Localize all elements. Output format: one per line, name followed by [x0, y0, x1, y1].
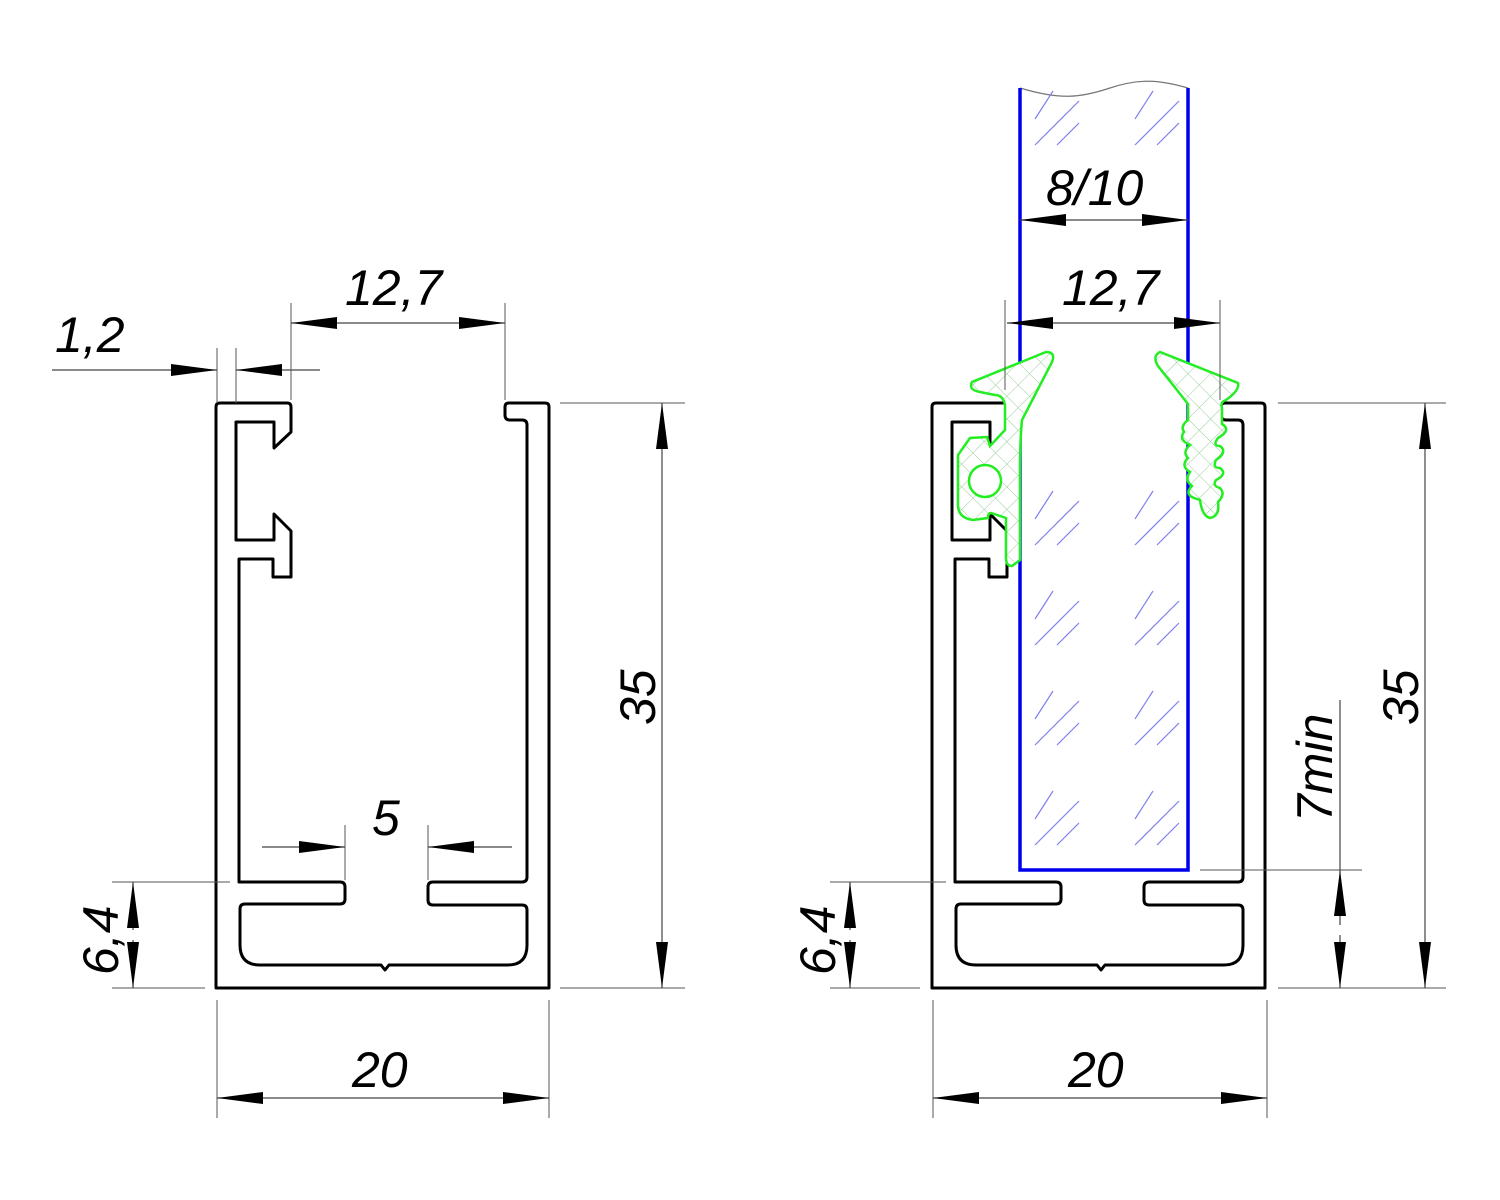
- glass-hatch-line: [1056, 822, 1080, 846]
- dim-label: 1,2: [55, 307, 125, 363]
- glass-hatch-line: [1134, 500, 1180, 546]
- dim-label: 35: [610, 669, 666, 725]
- dim-slot: 5: [262, 790, 512, 880]
- dim-min-insert: 7min: [1200, 700, 1362, 988]
- glass-hatch-line: [1134, 90, 1154, 120]
- dim-opening-right: 12,7: [1004, 260, 1221, 400]
- glass-hatch-line: [1156, 722, 1180, 746]
- dim-label: 6,4: [73, 905, 129, 975]
- glass-hatch-line: [1034, 800, 1080, 846]
- dim-glass-thickness: 8/10: [1020, 160, 1188, 226]
- seal-left: [956, 350, 1055, 568]
- glass-hatch-line: [1156, 522, 1180, 546]
- dim-base-right: 6,4: [790, 881, 946, 989]
- glass-hatch-line: [1134, 600, 1180, 646]
- dim-height: 35: [560, 402, 685, 989]
- glass-hatch-line: [1056, 622, 1080, 646]
- glass-hatch-line: [1034, 590, 1054, 620]
- dim-label: 5: [372, 790, 400, 846]
- glass-hatch-line: [1156, 822, 1180, 846]
- dim-wall-thickness: 1,2: [52, 307, 320, 403]
- profile-left-outline: [214, 401, 551, 990]
- dim-label: 8/10: [1046, 160, 1144, 216]
- seal-right: [1154, 350, 1240, 520]
- dim-opening: 12,7: [290, 260, 506, 400]
- glass-hatch-line: [1034, 700, 1080, 746]
- glass-hatch-line: [1034, 790, 1054, 820]
- glass-hatch-line: [1134, 800, 1180, 846]
- glass-hatch-line: [1134, 490, 1154, 520]
- profile-right: 8/10 12,7 35 7min: [790, 80, 1446, 1118]
- dim-height-right: 35: [1278, 402, 1446, 989]
- glass-hatch-line: [1156, 122, 1180, 146]
- profile-left: 1,2 12,7 35 5 6,4: [52, 260, 685, 1118]
- dim-label: 35: [1373, 669, 1429, 725]
- glass-hatch-line: [1056, 722, 1080, 746]
- glass-hatch-line: [1134, 100, 1180, 146]
- glass-hatch-line: [1134, 700, 1180, 746]
- glass-hatch-line: [1056, 122, 1080, 146]
- glass-hatch-line: [1034, 600, 1080, 646]
- glass-hatch-line: [1034, 500, 1080, 546]
- glass-hatch-line: [1034, 90, 1054, 120]
- glass-hatch-line: [1156, 622, 1180, 646]
- glass-hatch-line: [1034, 690, 1054, 720]
- glass-hatch-line: [1134, 690, 1154, 720]
- dim-label: 12,7: [1062, 260, 1162, 316]
- dim-label: 12,7: [345, 260, 445, 316]
- seal-left-core: [967, 463, 1003, 499]
- dim-label: 7min: [1287, 714, 1343, 822]
- dim-base: 6,4: [73, 881, 230, 989]
- dim-width-right: 20: [932, 1000, 1268, 1118]
- dim-label: 20: [351, 1042, 408, 1098]
- glass-hatch-line: [1134, 790, 1154, 820]
- glass-hatch-line: [1034, 100, 1080, 146]
- dim-label: 6,4: [790, 905, 846, 975]
- glass-hatch-line: [1056, 522, 1080, 546]
- dim-width: 20: [216, 1000, 550, 1118]
- glass-hatch-line: [1034, 490, 1054, 520]
- glass-hatching: [1034, 90, 1180, 846]
- dim-label: 20: [1067, 1042, 1124, 1098]
- glass-hatch-line: [1134, 590, 1154, 620]
